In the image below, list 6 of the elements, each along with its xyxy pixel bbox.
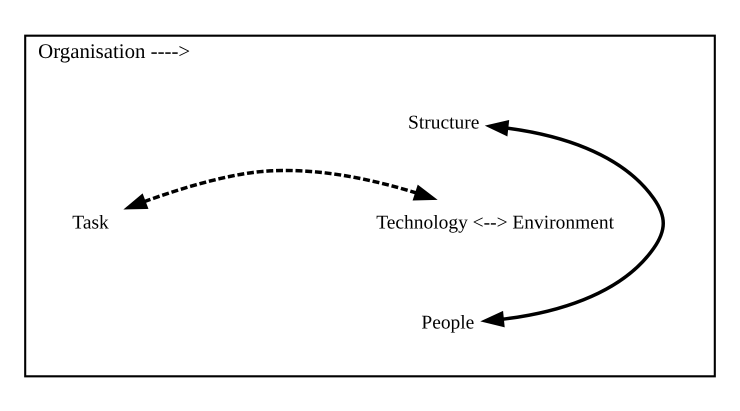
node-text: Structure: [408, 112, 480, 133]
node-text: Technology <--> Environment: [376, 212, 614, 234]
node-text: People: [421, 312, 474, 334]
arrow: [123, 168, 438, 209]
arrow: [480, 120, 665, 327]
node-text: Task: [72, 212, 109, 234]
